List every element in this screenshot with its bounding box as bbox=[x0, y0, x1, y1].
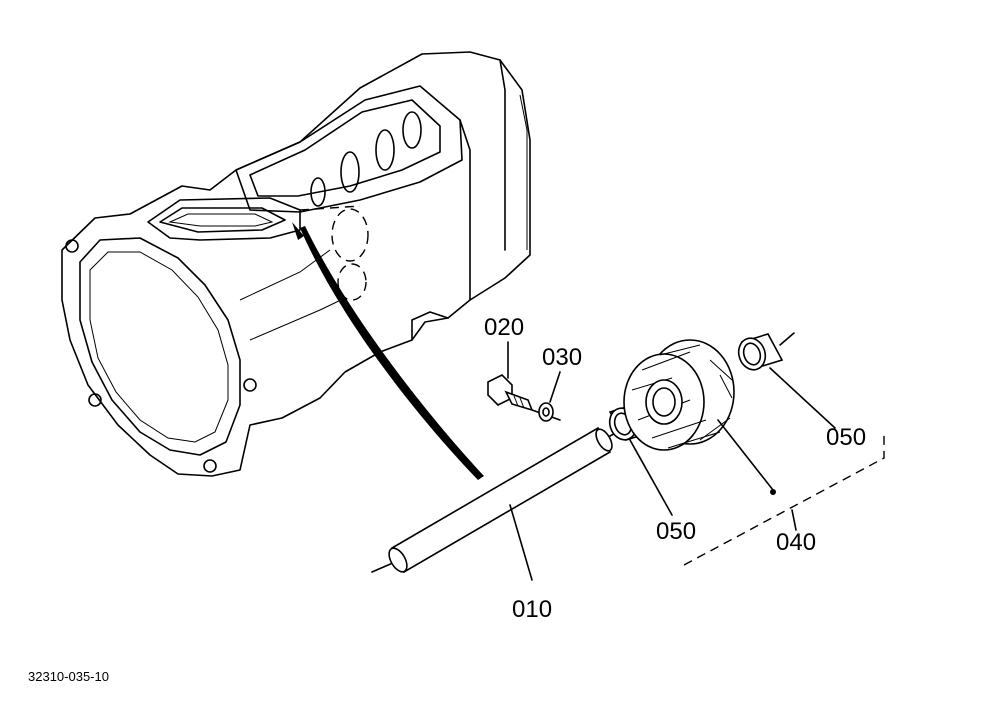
bolt-020 bbox=[487, 341, 561, 421]
label-050-rear: 050 bbox=[826, 424, 867, 451]
bushing-050-rear bbox=[737, 332, 836, 429]
gear-040 bbox=[623, 339, 776, 495]
drawing-code: 32310-035-10 bbox=[28, 669, 109, 684]
label-040: 040 bbox=[776, 529, 817, 556]
washer-030 bbox=[538, 371, 561, 422]
gear-group-outline bbox=[683, 430, 885, 566]
transmission-case bbox=[61, 51, 531, 477]
label-010: 010 bbox=[512, 596, 553, 623]
label-020: 020 bbox=[484, 314, 525, 341]
label-050-front: 050 bbox=[656, 518, 697, 545]
assembly-arrow bbox=[292, 222, 484, 480]
shaft-010 bbox=[371, 419, 641, 581]
label-030: 030 bbox=[542, 344, 583, 371]
